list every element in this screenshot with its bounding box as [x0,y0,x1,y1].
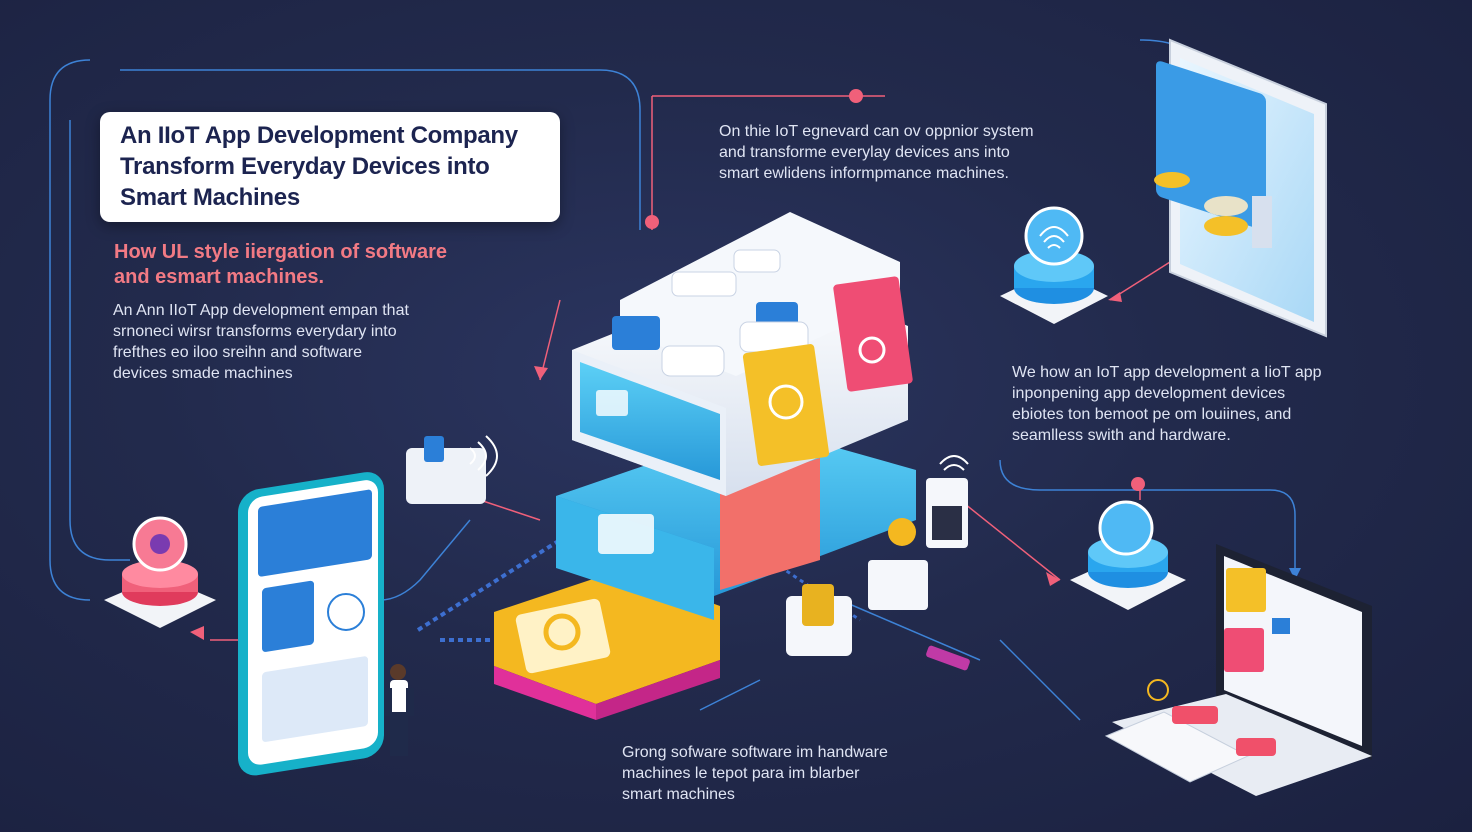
title-line: An IIoT App Development Company [120,122,518,149]
subtitle: How UL style iiergation of software and … [114,240,514,290]
page-title: An IIoT App Development Company Transfor… [120,120,560,213]
fingerprint-icon [1000,206,1108,324]
connection-lines [49,39,1296,721]
central-smart-machine-icon [494,212,916,720]
title-line: Smart Machines [120,184,300,211]
paragraph-line: Grong sofware software im handware [622,744,888,761]
keyboard-icon [1104,679,1276,783]
paragraph-bottom: Grong sofware software im handware machi… [622,742,962,805]
wifi-signal-icon [786,455,970,671]
paragraph-line: and transforme everylay devices ans into [719,144,1010,161]
paragraph-line: smart machines [622,786,735,803]
title-card [100,112,560,222]
paragraph-line: seamlless swith and hardware. [1012,427,1231,444]
connection-dots [645,89,1145,491]
paragraph-right: We how an IoT app development a IioT app… [1012,362,1392,446]
paragraph-left: An Ann IIoT App development empan that s… [113,300,493,384]
gear-icon [104,516,216,628]
paragraph-line: We how an IoT app development a IioT app [1012,364,1322,381]
tablet-icon [1154,38,1327,338]
paragraph-line: smart ewlidens informpmance machines. [719,165,1009,182]
paragraph-line: inponpening app development devices [1012,385,1286,402]
paragraph-line: An Ann IIoT App development empan that [113,302,409,319]
paragraph-line: srnoneci wirsr transforms everydary into [113,323,397,340]
paragraph-line: ebiotes ton bemoot pe om louiines, and [1012,406,1292,423]
robot-arm-icon [406,435,498,504]
person-figure-icon [384,664,414,756]
subtitle-line: and esmart machines. [114,266,325,288]
mobile-phone-icon [238,472,384,776]
paragraph-line: devices smade machines [113,365,293,382]
subtitle-line: How UL style iiergation of software [114,241,448,263]
paragraph-line: On thie IoT egnevard can ov oppnior syst… [719,123,1034,140]
paragraph-line: frefthes eo iloo sreihn and software [113,344,363,361]
title-line: Transform Everyday Devices into [120,153,490,180]
right-fingerprint-pad-icon [1070,500,1186,610]
paragraph-top: On thie IoT egnevard can ov oppnior syst… [719,121,1119,184]
arrow-heads [190,292,1301,640]
paragraph-line: machines le tepot para im blarber [622,765,860,782]
